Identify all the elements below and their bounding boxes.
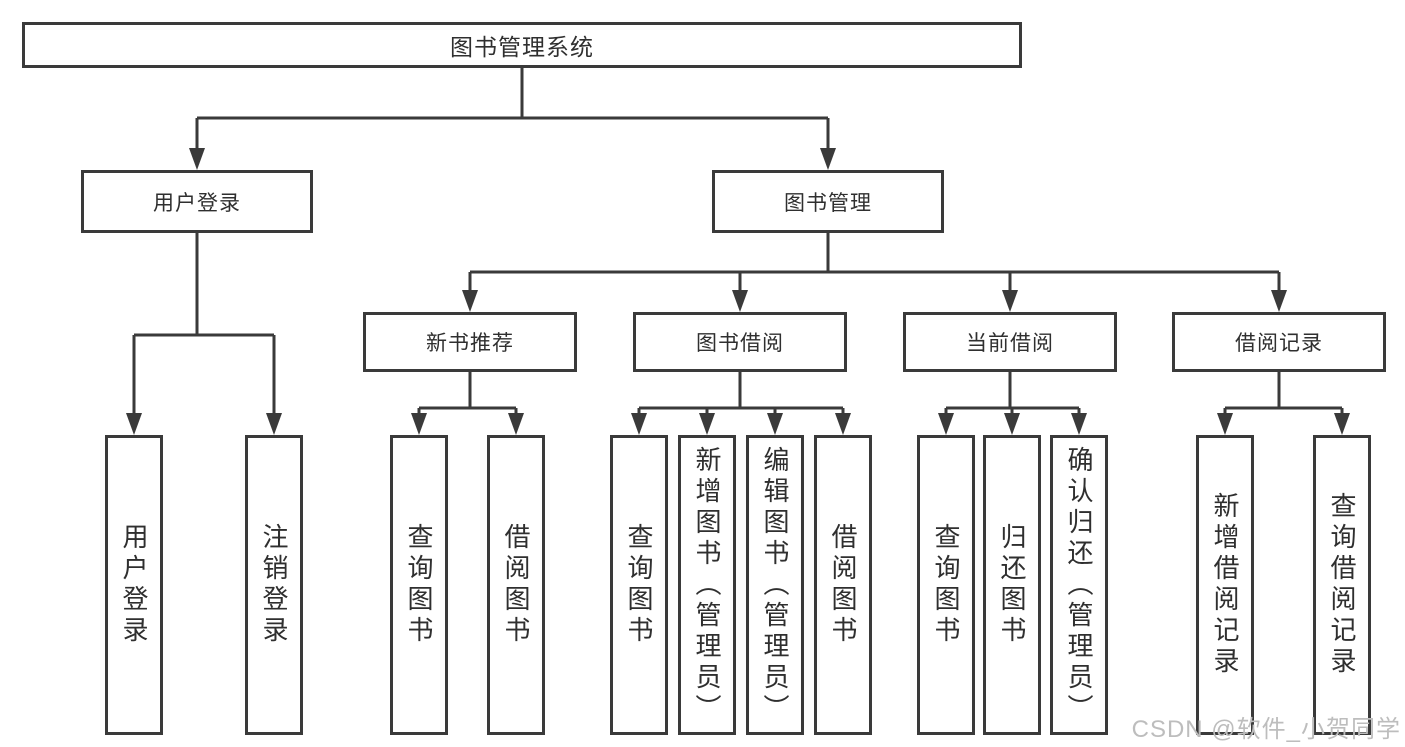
leaf-query-books-recommend: 查询图书 — [390, 435, 448, 735]
node-label: 注销登录 — [259, 523, 289, 647]
csdn-watermark: CSDN @软件_小贺同学 — [1131, 716, 1401, 743]
node-borrowing-records: 借阅记录 — [1172, 312, 1386, 372]
connector-stems — [132, 68, 1344, 415]
leaf-add-borrow-record: 新增借阅记录 — [1196, 435, 1254, 735]
node-label: 当前借阅 — [966, 332, 1054, 355]
leaf-user-login: 用户登录 — [105, 435, 163, 735]
node-label: 借阅图书 — [501, 523, 531, 647]
leaf-borrow-books-recommend: 借阅图书 — [487, 435, 545, 735]
node-label: 编辑图书（管理员） — [760, 445, 790, 725]
node-label: 新增图书（管理员） — [692, 445, 722, 725]
leaf-add-books-admin: 新增图书（管理员） — [678, 435, 736, 735]
node-user-login: 用户登录 — [81, 170, 313, 233]
node-label: 用户登录 — [153, 191, 241, 215]
node-label: 借阅记录 — [1235, 332, 1323, 355]
node-label: 查询借阅记录 — [1327, 492, 1357, 678]
node-book-management: 图书管理 — [712, 170, 944, 233]
leaf-query-books-borrow: 查询图书 — [610, 435, 668, 735]
leaf-query-borrow-record: 查询借阅记录 — [1313, 435, 1371, 735]
node-label: 查询图书 — [404, 523, 434, 647]
node-label: 归还图书 — [997, 523, 1027, 647]
leaf-query-books-current: 查询图书 — [917, 435, 975, 735]
arrow-down-icon — [126, 148, 1350, 435]
leaf-logout: 注销登录 — [245, 435, 303, 735]
node-current-borrowing: 当前借阅 — [903, 312, 1117, 372]
node-library-management-system: 图书管理系统 — [22, 22, 1022, 68]
node-label: 查询图书 — [931, 523, 961, 647]
leaf-borrow-books: 借阅图书 — [814, 435, 872, 735]
node-label: 图书管理系统 — [450, 34, 594, 60]
node-label: 确认归还（管理员） — [1064, 445, 1094, 725]
node-book-borrowing: 图书借阅 — [633, 312, 847, 372]
leaf-edit-books-admin: 编辑图书（管理员） — [746, 435, 804, 735]
node-label: 新增借阅记录 — [1210, 492, 1240, 678]
node-label: 新书推荐 — [426, 332, 514, 355]
leaf-confirm-return-admin: 确认归还（管理员） — [1050, 435, 1108, 735]
node-label: 图书借阅 — [696, 332, 784, 355]
node-new-book-recommend: 新书推荐 — [363, 312, 577, 372]
node-label: 图书管理 — [784, 191, 872, 215]
node-label: 查询图书 — [624, 523, 654, 647]
leaf-return-books: 归还图书 — [983, 435, 1041, 735]
node-label: 借阅图书 — [828, 523, 858, 647]
node-label: 用户登录 — [119, 523, 149, 647]
